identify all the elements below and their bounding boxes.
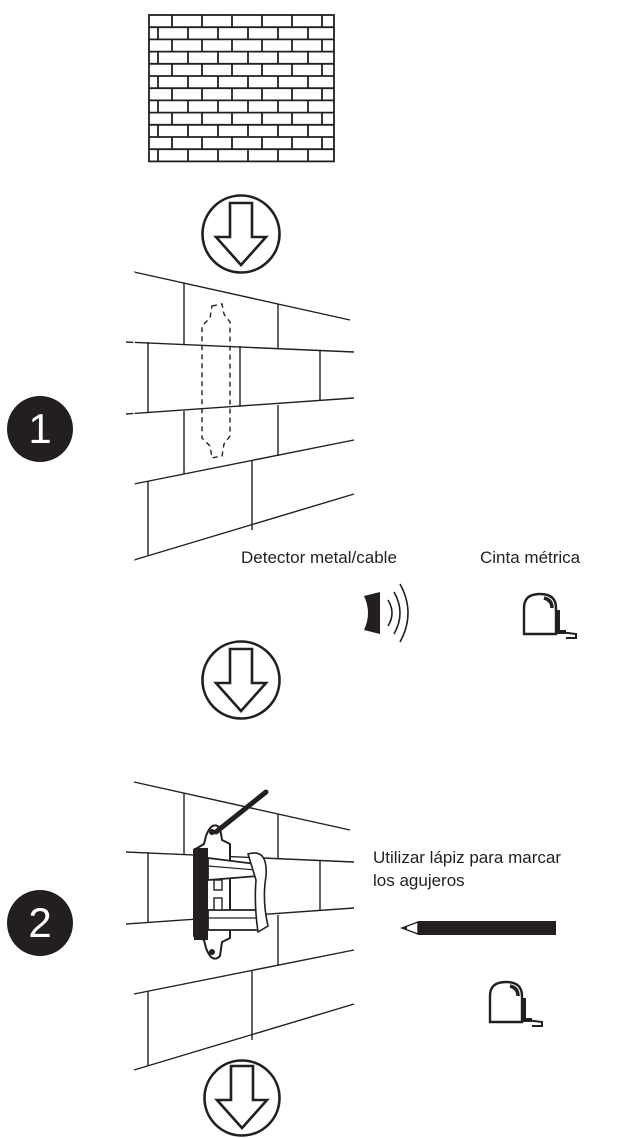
pencil-label-line1: Utilizar lápiz para marcar — [373, 848, 561, 867]
detector-label: Detector metal/cable — [241, 548, 397, 567]
brick-wall-icon — [148, 14, 335, 163]
down-arrow-circle-icon — [201, 194, 281, 274]
tape-measure-label: Cinta métrica — [480, 548, 581, 567]
step-2-number: 2 — [28, 899, 52, 946]
metal-cable-detector-icon — [364, 583, 409, 643]
pencil-label-line2: los agujeros — [373, 871, 465, 890]
tape-measure-icon-2 — [488, 980, 543, 1027]
step-1-number: 1 — [28, 405, 52, 452]
step-1-badge: 1 — [7, 396, 73, 462]
down-arrow-circle-icon — [201, 640, 281, 720]
wall-perspective-illustration — [125, 271, 355, 561]
tape-measure-icon — [522, 592, 577, 639]
step-2-badge: 2 — [7, 890, 73, 956]
wall-bracket-illustration — [125, 781, 355, 1071]
down-arrow-circle-icon-3 — [203, 1059, 281, 1137]
pencil-icon — [400, 920, 556, 936]
